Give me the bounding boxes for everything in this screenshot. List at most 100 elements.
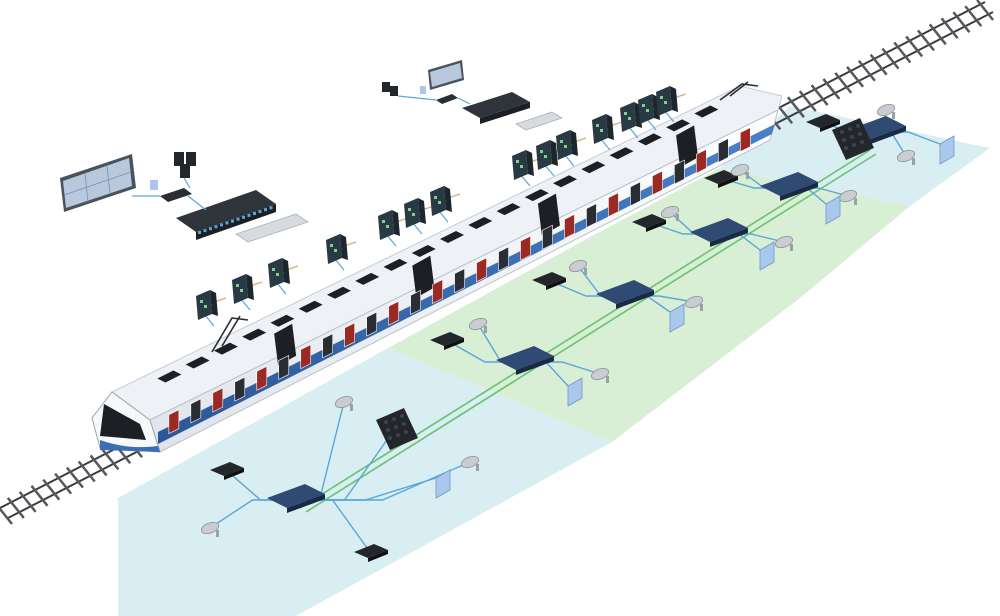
articulation-joint — [412, 255, 435, 298]
wayside-switch-icon — [430, 186, 452, 216]
roof-unit — [468, 217, 493, 230]
roof-unit — [637, 133, 662, 146]
control-room-top — [382, 60, 563, 131]
passenger-display-icon — [435, 469, 451, 499]
train-window — [476, 257, 487, 283]
train-window — [168, 409, 180, 435]
roof-unit — [411, 244, 436, 257]
wayside-switch-icon — [196, 290, 218, 320]
roof-unit — [553, 175, 578, 188]
train-front-blue — [100, 440, 160, 452]
cctv-camera-icon — [838, 189, 858, 205]
roof-unit — [242, 328, 267, 341]
roof-unit — [383, 258, 408, 271]
articulation-joint — [274, 323, 297, 366]
passenger-display-icon — [567, 377, 583, 407]
ethernet-switch-icon — [690, 218, 748, 247]
video-recorder-icon — [430, 332, 464, 350]
patch-panel-left — [235, 213, 309, 243]
cctv-camera-icon — [460, 455, 480, 471]
train-window — [608, 192, 619, 218]
train-window — [388, 300, 399, 326]
train-door — [586, 203, 597, 229]
train-door — [190, 398, 202, 424]
core-switch-left — [176, 190, 276, 240]
cctv-camera-icon — [730, 163, 750, 179]
wayside-switch-icon — [232, 274, 254, 304]
server-left — [174, 152, 196, 178]
roof-unit — [524, 189, 549, 202]
wayside-switch-icon — [326, 234, 348, 264]
video-recorder-icon — [532, 272, 566, 290]
passenger-display-icon — [939, 135, 955, 165]
roof-unit — [270, 314, 295, 327]
roof-unit — [157, 370, 182, 383]
roof-unit — [694, 105, 719, 118]
train-door — [718, 137, 729, 163]
train-stripe — [158, 124, 775, 444]
train-window — [520, 235, 531, 261]
core-switch-top — [462, 92, 530, 124]
tram-train — [91, 81, 783, 453]
train-window — [432, 279, 443, 304]
wayside-switch-icon — [536, 140, 558, 170]
roof-unit — [440, 231, 464, 243]
roof-unit — [213, 342, 238, 355]
cctv-camera-icon — [876, 103, 896, 119]
video-wall-left — [60, 154, 136, 212]
ethernet-switch-icon — [267, 484, 325, 513]
wayside-switch-icon — [404, 198, 426, 228]
nvr-left — [160, 188, 192, 202]
video-recorder-icon — [632, 214, 666, 232]
train-door — [234, 376, 246, 402]
roof-unit — [185, 356, 210, 369]
roof-unit — [581, 161, 606, 174]
train-window — [212, 387, 224, 413]
train-window — [256, 365, 268, 391]
train-door — [322, 333, 334, 359]
articulation-joint — [537, 193, 560, 236]
ethernet-switch-icon — [760, 172, 818, 201]
passenger-display-icon — [669, 303, 685, 333]
passenger-display-icon — [759, 241, 775, 271]
cctv-camera-icon — [334, 395, 354, 411]
roof-unit — [666, 119, 691, 132]
passenger-display-icon — [825, 195, 841, 225]
zone-car-2 — [388, 236, 800, 442]
wayside-switch-icon — [268, 258, 290, 288]
roof-unit — [355, 272, 380, 285]
roof-unit — [326, 286, 351, 299]
wayside-switch-icon — [592, 114, 614, 144]
nvr-top — [436, 94, 458, 104]
cctv-camera-icon — [896, 149, 916, 165]
train-door — [454, 268, 465, 294]
train-door — [542, 224, 553, 250]
wayside-switch-icon — [556, 130, 578, 160]
car-devices — [200, 103, 955, 562]
cctv-camera-icon — [568, 259, 588, 275]
cctv-camera-icon — [774, 235, 794, 251]
train-window — [740, 127, 751, 153]
train-window — [300, 344, 312, 370]
cctv-camera-icon — [660, 205, 680, 221]
train-window — [652, 170, 663, 196]
train-door — [410, 289, 421, 315]
cctv-camera-icon — [590, 367, 610, 383]
wayside-switch-icon — [656, 86, 678, 116]
train-door — [498, 246, 509, 272]
train-window — [344, 322, 355, 348]
train-windshield — [100, 404, 146, 440]
wayside-network — [60, 60, 687, 327]
roof-unit — [496, 203, 521, 216]
io-module-icon — [376, 408, 418, 450]
zone-car-1 — [118, 348, 612, 616]
io-module-icon — [832, 118, 874, 160]
ethernet-switch-icon — [596, 280, 654, 309]
server-top — [382, 82, 398, 96]
media-converter-left — [150, 180, 158, 190]
pantograph — [211, 81, 759, 353]
control-room-left — [60, 152, 309, 243]
train-window — [564, 213, 575, 239]
ethernet-switch-icon — [496, 346, 554, 375]
